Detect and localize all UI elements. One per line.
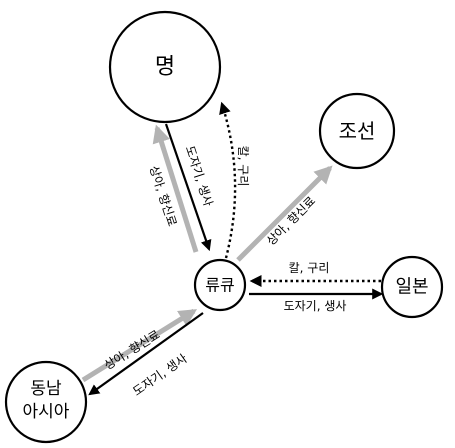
node-southeast-asia-label-line2: 아시아	[23, 402, 70, 422]
label-japan-to-ryukyu: 칼, 구리	[289, 261, 330, 275]
node-ming: 명	[108, 10, 222, 124]
node-ryukyu: 류큐	[193, 258, 247, 312]
label-ryukyu-to-joseon: 상아, 향신료	[264, 194, 318, 248]
label-ryukyu-to-japan: 도자기, 생사	[284, 299, 347, 313]
node-joseon: 조선	[318, 92, 396, 170]
label-ryukyu-to-ming: 상아, 향신료	[147, 164, 180, 228]
arrow-ryukyu-to-ming-dotted	[219, 101, 237, 259]
node-ryukyu-label: 류큐	[205, 276, 234, 295]
node-japan-label: 일본	[395, 277, 428, 298]
arrow-sea-to-ryukyu	[81, 308, 198, 383]
node-joseon-label: 조선	[339, 119, 376, 143]
arrow-ryukyu-to-joseon	[236, 165, 333, 262]
label-ryukyu-to-ming-dotted: 칼, 구리	[236, 146, 250, 187]
node-southeast-asia: 동남 아시아	[4, 360, 88, 444]
arrow-ryukyu-to-ming	[152, 124, 199, 253]
label-ming-to-ryukyu: 도자기, 생사	[183, 144, 216, 208]
node-southeast-asia-label-line1: 동남	[30, 379, 62, 399]
node-japan: 일본	[380, 255, 444, 319]
arrow-ming-to-ryukyu	[164, 123, 212, 252]
node-ming-label: 명	[155, 55, 175, 80]
arrow-ryukyu-to-sea	[88, 312, 204, 396]
